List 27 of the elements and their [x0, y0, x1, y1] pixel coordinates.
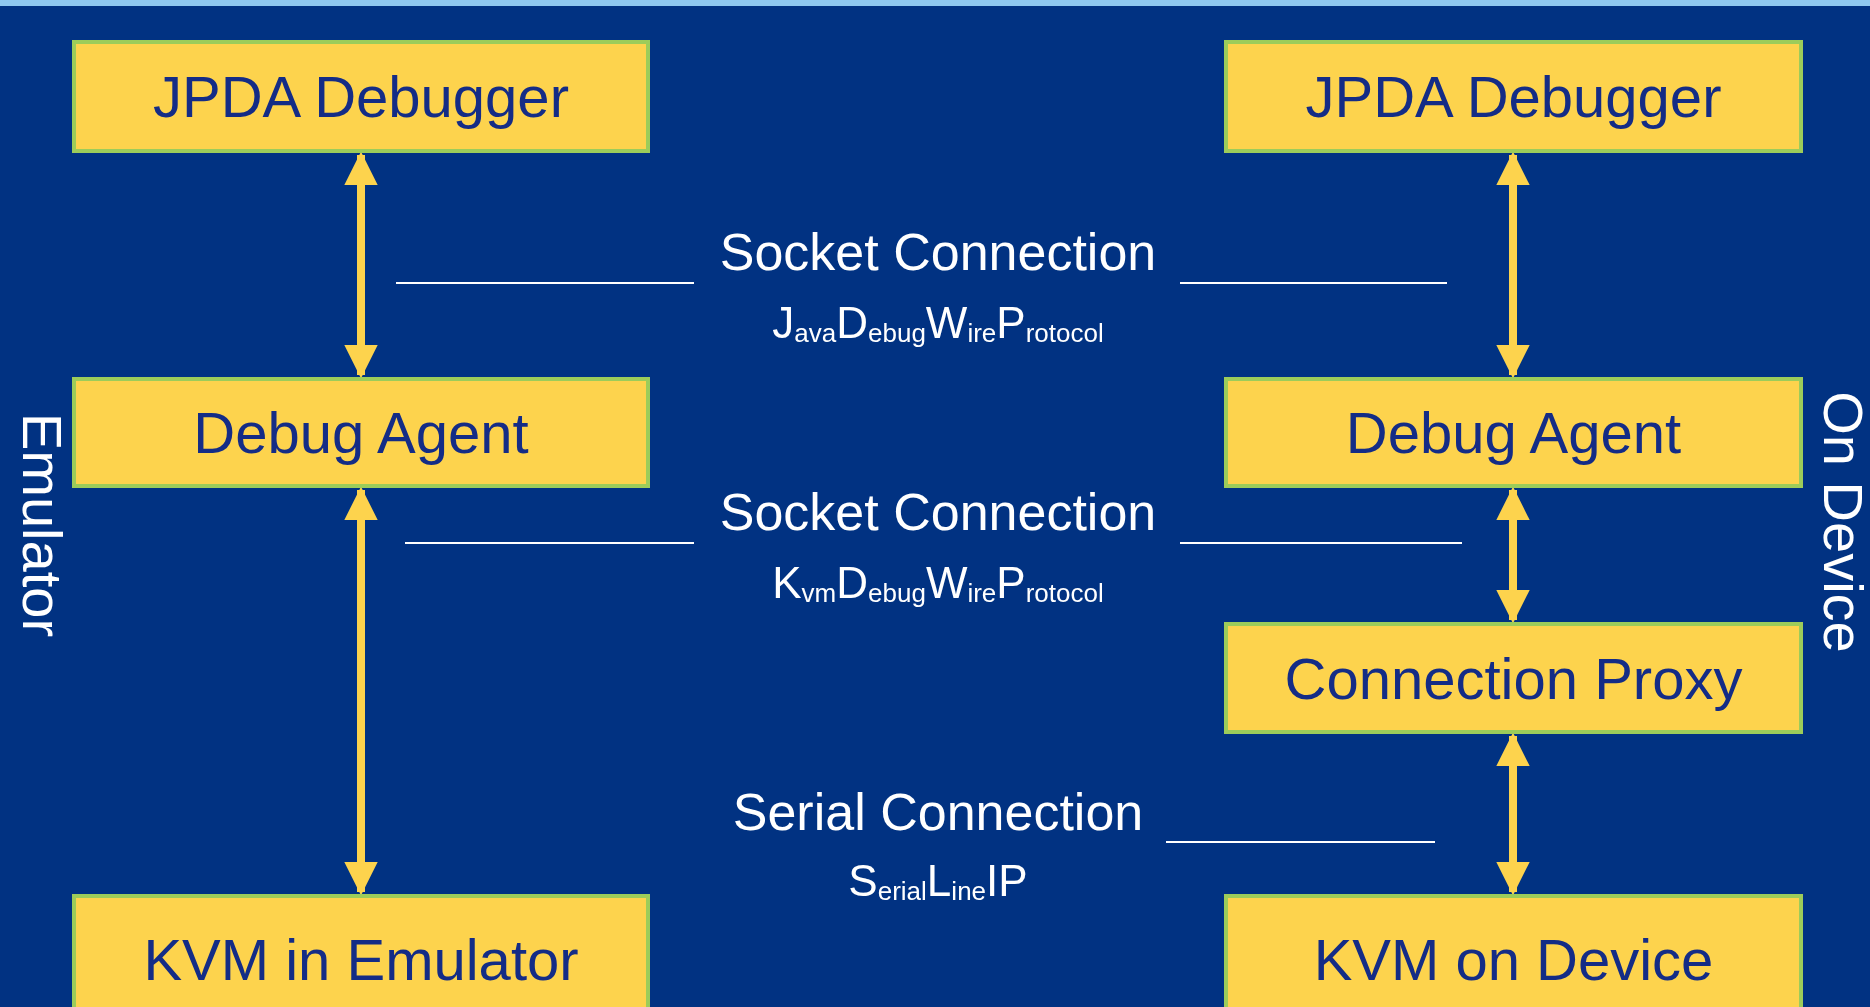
- box-label: JPDA Debugger: [1305, 63, 1722, 130]
- protocol-label: K$_{vm}$D$_{ebug}$W$_{ire}$P$_{rotocol}$: [772, 558, 1104, 608]
- protocol-label: S$_{erial}$L$_{ine}$IP: [848, 856, 1028, 906]
- double-arrow: [1496, 151, 1530, 379]
- component-box: [72, 40, 650, 153]
- box-label: JPDA Debugger: [153, 63, 569, 130]
- connection-label: Serial Connection: [732, 782, 1144, 842]
- component-box: [1224, 894, 1803, 1007]
- double-arrow: [344, 151, 378, 379]
- box-label: Debug Agent: [193, 399, 529, 466]
- component-box: [1224, 622, 1803, 734]
- double-arrow: [1496, 486, 1530, 624]
- connection-label: Socket Connection: [719, 482, 1157, 542]
- component-box: [1224, 40, 1803, 153]
- double-arrow: [344, 486, 378, 896]
- component-box: [72, 894, 650, 1007]
- double-arrow: [1496, 732, 1530, 896]
- box-label: Debug Agent: [1345, 399, 1682, 466]
- protocol-label: J$_{ava}$D$_{ebug}$W$_{ire}$P$_{rotocol}$: [772, 298, 1104, 348]
- box-label: Connection Proxy: [1284, 644, 1743, 712]
- component-box: [1224, 377, 1803, 488]
- component-box: [72, 377, 650, 488]
- box-label: KVM in Emulator: [143, 925, 579, 993]
- side-label: Emulator: [9, 412, 75, 638]
- connection-label: Socket Connection: [719, 222, 1157, 282]
- box-label: KVM on Device: [1313, 925, 1714, 993]
- side-label: On Device: [1810, 391, 1870, 653]
